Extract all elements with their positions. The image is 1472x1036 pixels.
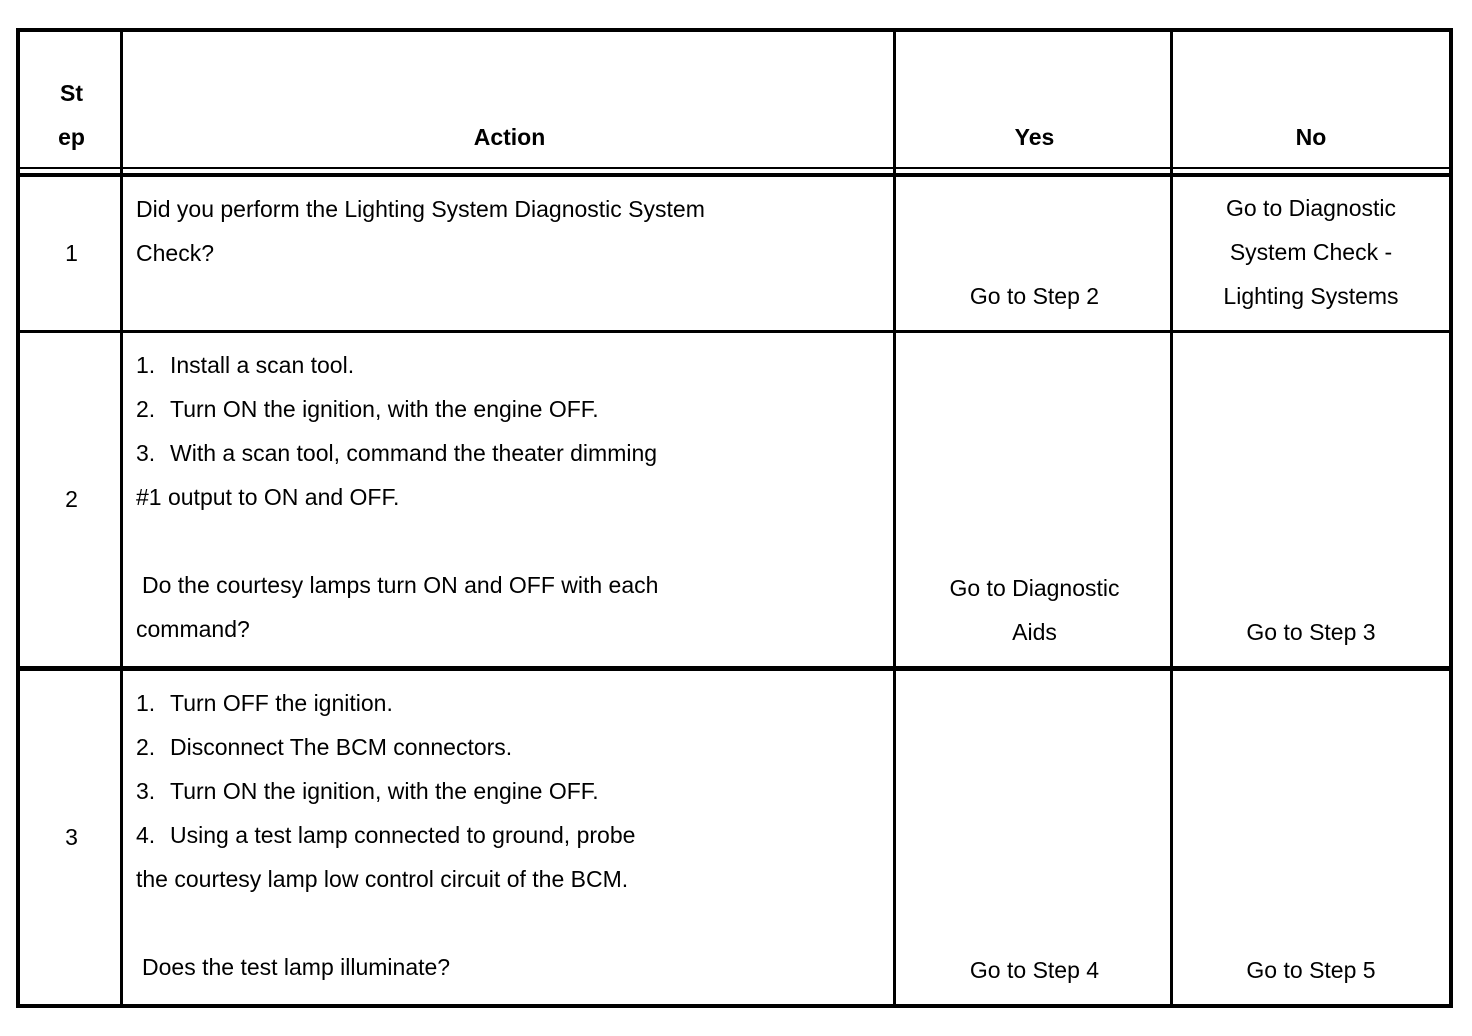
list-text: Turn OFF the ignition. (170, 690, 393, 716)
action-line: 1. Install a scan tool. (136, 343, 888, 387)
list-text: Turn ON the ignition, with the engine OF… (170, 778, 599, 804)
action-line: #1 output to ON and OFF. (136, 484, 400, 510)
column-divider-action-yes (893, 32, 896, 1004)
list-number: 1. (136, 690, 156, 716)
action-line: the courtesy lamp low control circuit of… (136, 866, 629, 892)
no-cell: Go to Step 5 (1173, 671, 1449, 1004)
action-line: 2. Turn ON the ignition, with the engine… (136, 387, 888, 431)
row-separator (20, 330, 1449, 333)
action-line: 3. Turn ON the ignition, with the engine… (136, 769, 888, 813)
yes-cell: Go to Step 4 (896, 671, 1173, 1004)
header-cell-step: St ep (20, 32, 123, 167)
header-yes-label: Yes (1014, 124, 1055, 150)
action-cell: Did you perform the Lighting System Diag… (123, 177, 896, 330)
table-header-row: St ep Action Yes No (20, 32, 1449, 167)
header-separator-double-line (20, 167, 1449, 177)
header-step-line2: ep (58, 124, 85, 150)
step-number: 3 (65, 824, 78, 850)
header-no-label: No (1295, 124, 1327, 150)
list-number: 2. (136, 734, 156, 760)
action-question-line: Does the test lamp illuminate? (142, 954, 451, 980)
action-blank-line (136, 519, 888, 563)
action-line: 2. Disconnect The BCM connectors. (136, 725, 888, 769)
list-number: 3. (136, 440, 156, 466)
list-text: With a scan tool, command the theater di… (170, 440, 658, 466)
table-row-step-1: 1 Did you perform the Lighting System Di… (20, 177, 1449, 330)
table-row-step-3: 3 1. Turn OFF the ignition. 2. Disconnec… (20, 671, 1449, 1004)
list-text: Using a test lamp connected to ground, p… (170, 822, 636, 848)
goto-text: System Check - (1229, 239, 1393, 265)
list-number: 2. (136, 396, 156, 422)
action-question-line: Do the courtesy lamps turn ON and OFF wi… (142, 572, 659, 598)
row-separator (20, 666, 1449, 671)
list-number: 4. (136, 822, 156, 848)
list-text: Turn ON the ignition, with the engine OF… (170, 396, 599, 422)
action-cell: 1. Install a scan tool. 2. Turn ON the i… (123, 333, 896, 666)
list-text: Disconnect The BCM connectors. (170, 734, 513, 760)
action-line: 3. With a scan tool, command the theater… (136, 431, 888, 475)
no-cell: Go to Step 3 (1173, 333, 1449, 666)
action-line: command? (136, 616, 250, 642)
list-text: Install a scan tool. (170, 352, 355, 378)
goto-text: Lighting Systems (1223, 283, 1399, 309)
no-cell: Go to Diagnostic System Check - Lighting… (1173, 177, 1449, 330)
diagnostic-step-table: St ep Action Yes No 1 Did you perform th… (16, 28, 1453, 1008)
goto-text: Go to Step 4 (969, 957, 1100, 983)
column-divider-yes-no (1170, 32, 1173, 1004)
table-row-step-2: 2 1. Install a scan tool. 2. Turn ON the… (20, 333, 1449, 666)
action-line: 4. Using a test lamp connected to ground… (136, 813, 888, 857)
goto-text: Go to Step 3 (1246, 619, 1376, 645)
action-cell: 1. Turn OFF the ignition. 2. Disconnect … (123, 671, 896, 1004)
list-number: 1. (136, 352, 156, 378)
goto-text: Go to Diagnostic (1225, 195, 1397, 221)
header-cell-yes: Yes (896, 32, 1173, 167)
goto-text: Go to Step 2 (969, 283, 1100, 309)
goto-text: Go to Step 5 (1246, 957, 1376, 983)
goto-text: Aids (1012, 619, 1057, 645)
goto-text: Go to Diagnostic (949, 575, 1120, 601)
yes-cell: Go to Diagnostic Aids (896, 333, 1173, 666)
action-line: 1. Turn OFF the ignition. (136, 681, 888, 725)
column-divider-step-action (120, 32, 123, 1004)
action-blank-line (136, 901, 888, 945)
step-number: 2 (65, 486, 78, 512)
header-cell-action: Action (123, 32, 896, 167)
header-action-label: Action (473, 124, 546, 150)
list-number: 3. (136, 778, 156, 804)
header-step-line1: St (60, 80, 83, 106)
action-line: Check? (136, 240, 214, 266)
action-line: Did you perform the Lighting System Diag… (136, 196, 705, 222)
yes-cell: Go to Step 2 (896, 177, 1173, 330)
step-number: 1 (65, 240, 78, 266)
header-cell-no: No (1173, 32, 1449, 167)
